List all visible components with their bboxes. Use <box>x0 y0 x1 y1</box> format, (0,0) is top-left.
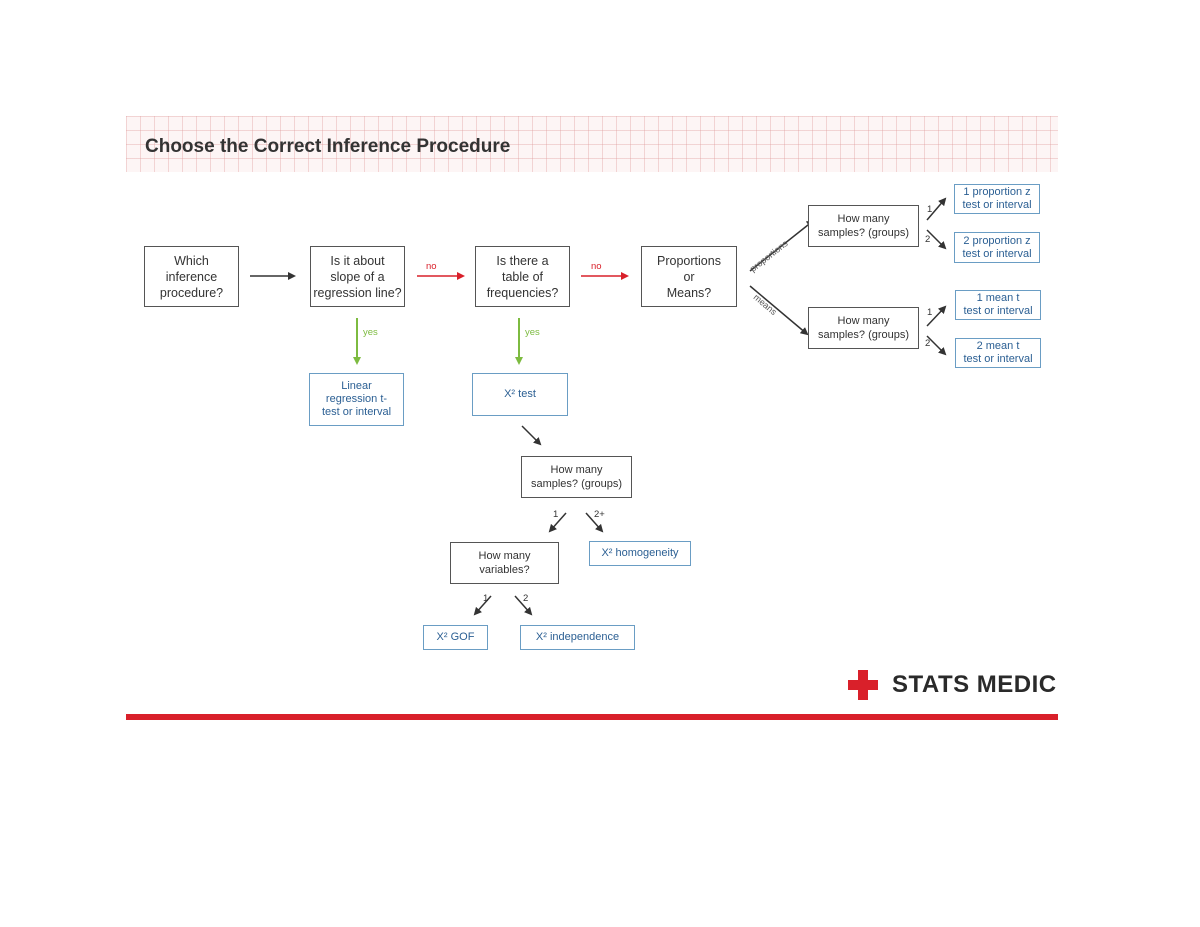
arrow-prop-2 <box>926 229 947 250</box>
arrow-proportions <box>749 219 815 272</box>
label-mean-2: 2 <box>925 338 931 349</box>
samples-proportions-box: How many samples? (groups) <box>808 205 919 247</box>
result-two-mean: 2 mean t test or interval <box>955 338 1041 368</box>
arrow-samples-2plus <box>585 512 604 533</box>
label-yes-2: yes <box>525 327 540 338</box>
label-samples-1: 1 <box>553 509 559 520</box>
brand-name: STATS MEDIC <box>892 671 1057 698</box>
arrow-chi-to-samples <box>521 425 542 446</box>
result-chi-square-test: X² test <box>472 373 568 416</box>
result-linear-regression: Linear regression t- test or interval <box>309 373 404 426</box>
arrow-variables-1 <box>473 595 492 616</box>
result-chi-independence: X² independence <box>520 625 635 650</box>
label-yes-1: yes <box>363 327 378 338</box>
frequency-table-box: Is there a table of frequencies? <box>475 246 570 307</box>
arrow-means <box>749 285 809 336</box>
arrow-mean-1 <box>926 305 947 327</box>
which-procedure-box: Which inference procedure? <box>144 246 239 307</box>
arrow-variables-2 <box>514 595 533 616</box>
result-one-proportion: 1 proportion z test or interval <box>954 184 1040 214</box>
label-no-2: no <box>591 261 602 272</box>
label-variables-2: 2 <box>523 593 529 604</box>
label-variables-1: 1 <box>483 593 489 604</box>
samples-chi-box: How many samples? (groups) <box>521 456 632 498</box>
variables-box: How many variables? <box>450 542 559 584</box>
label-mean-1: 1 <box>927 307 933 318</box>
arrow-prop-1 <box>926 197 947 221</box>
result-chi-homogeneity: X² homogeneity <box>589 541 691 566</box>
arrow-mean-2 <box>926 335 947 356</box>
result-chi-gof: X² GOF <box>423 625 488 650</box>
result-one-mean: 1 mean t test or interval <box>955 290 1041 320</box>
label-samples-2plus: 2+ <box>594 509 605 520</box>
stats-medic-logo: STATS MEDIC <box>846 668 1057 702</box>
red-cross-icon <box>848 670 878 700</box>
flowchart-slide: Choose the Correct Inference Procedure <box>126 108 1058 722</box>
samples-means-box: How many samples? (groups) <box>808 307 919 349</box>
label-prop-2: 2 <box>925 234 931 245</box>
proportions-or-means-box: Proportions or Means? <box>641 246 737 307</box>
page-title: Choose the Correct Inference Procedure <box>145 136 511 157</box>
label-prop-1: 1 <box>927 204 933 215</box>
label-no-1: no <box>426 261 437 272</box>
slope-question-box: Is it about slope of a regression line? <box>310 246 405 307</box>
result-two-proportion: 2 proportion z test or interval <box>954 232 1040 263</box>
title-band: Choose the Correct Inference Procedure <box>126 116 1058 172</box>
arrow-samples-1 <box>548 512 567 533</box>
footer-accent-bar <box>126 714 1058 720</box>
flowchart-arrows <box>250 197 947 616</box>
